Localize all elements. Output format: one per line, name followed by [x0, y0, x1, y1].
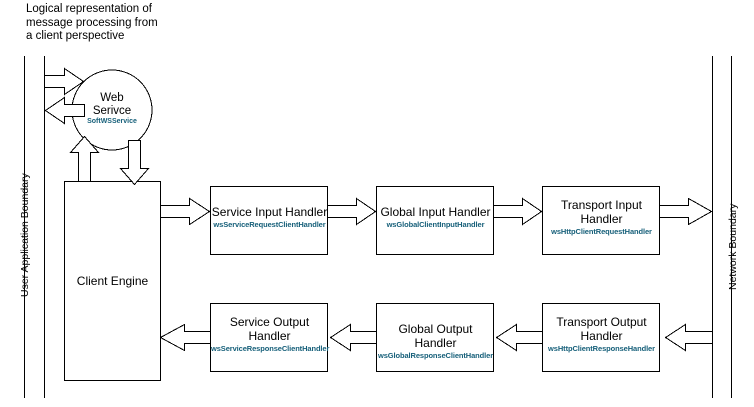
arrow-network-to-transport-output — [664, 323, 713, 352]
transport-input-handler-box — [542, 186, 660, 255]
arrow-webservice-to-boundary — [44, 96, 85, 125]
user-application-boundary-label: User Application Boundary — [19, 173, 31, 297]
client-engine-box — [64, 181, 161, 381]
arrow-transport-input-to-network — [659, 197, 713, 226]
arrow-global-output-to-service-output — [329, 323, 377, 352]
global-input-handler-box — [376, 186, 494, 255]
service-input-handler-box — [210, 186, 328, 255]
arrow-service-input-to-global-input — [327, 197, 377, 226]
arrow-clientengine-to-service-input — [160, 197, 211, 226]
arrow-webservice-to-clientengine — [119, 140, 150, 186]
network-boundary-label: Network Boundary — [727, 203, 739, 290]
transport-output-handler-box — [542, 303, 660, 372]
arrow-boundary-to-webservice — [44, 67, 85, 96]
arrow-service-output-to-clientengine — [159, 323, 211, 352]
arrow-global-input-to-transport-input — [493, 197, 543, 226]
arrow-transport-output-to-global-output — [495, 323, 543, 352]
global-output-handler-box — [376, 303, 494, 372]
diagram-caption: Logical representation of message proces… — [26, 3, 158, 42]
arrow-clientengine-to-webservice — [69, 135, 100, 182]
service-output-handler-box — [210, 303, 328, 372]
